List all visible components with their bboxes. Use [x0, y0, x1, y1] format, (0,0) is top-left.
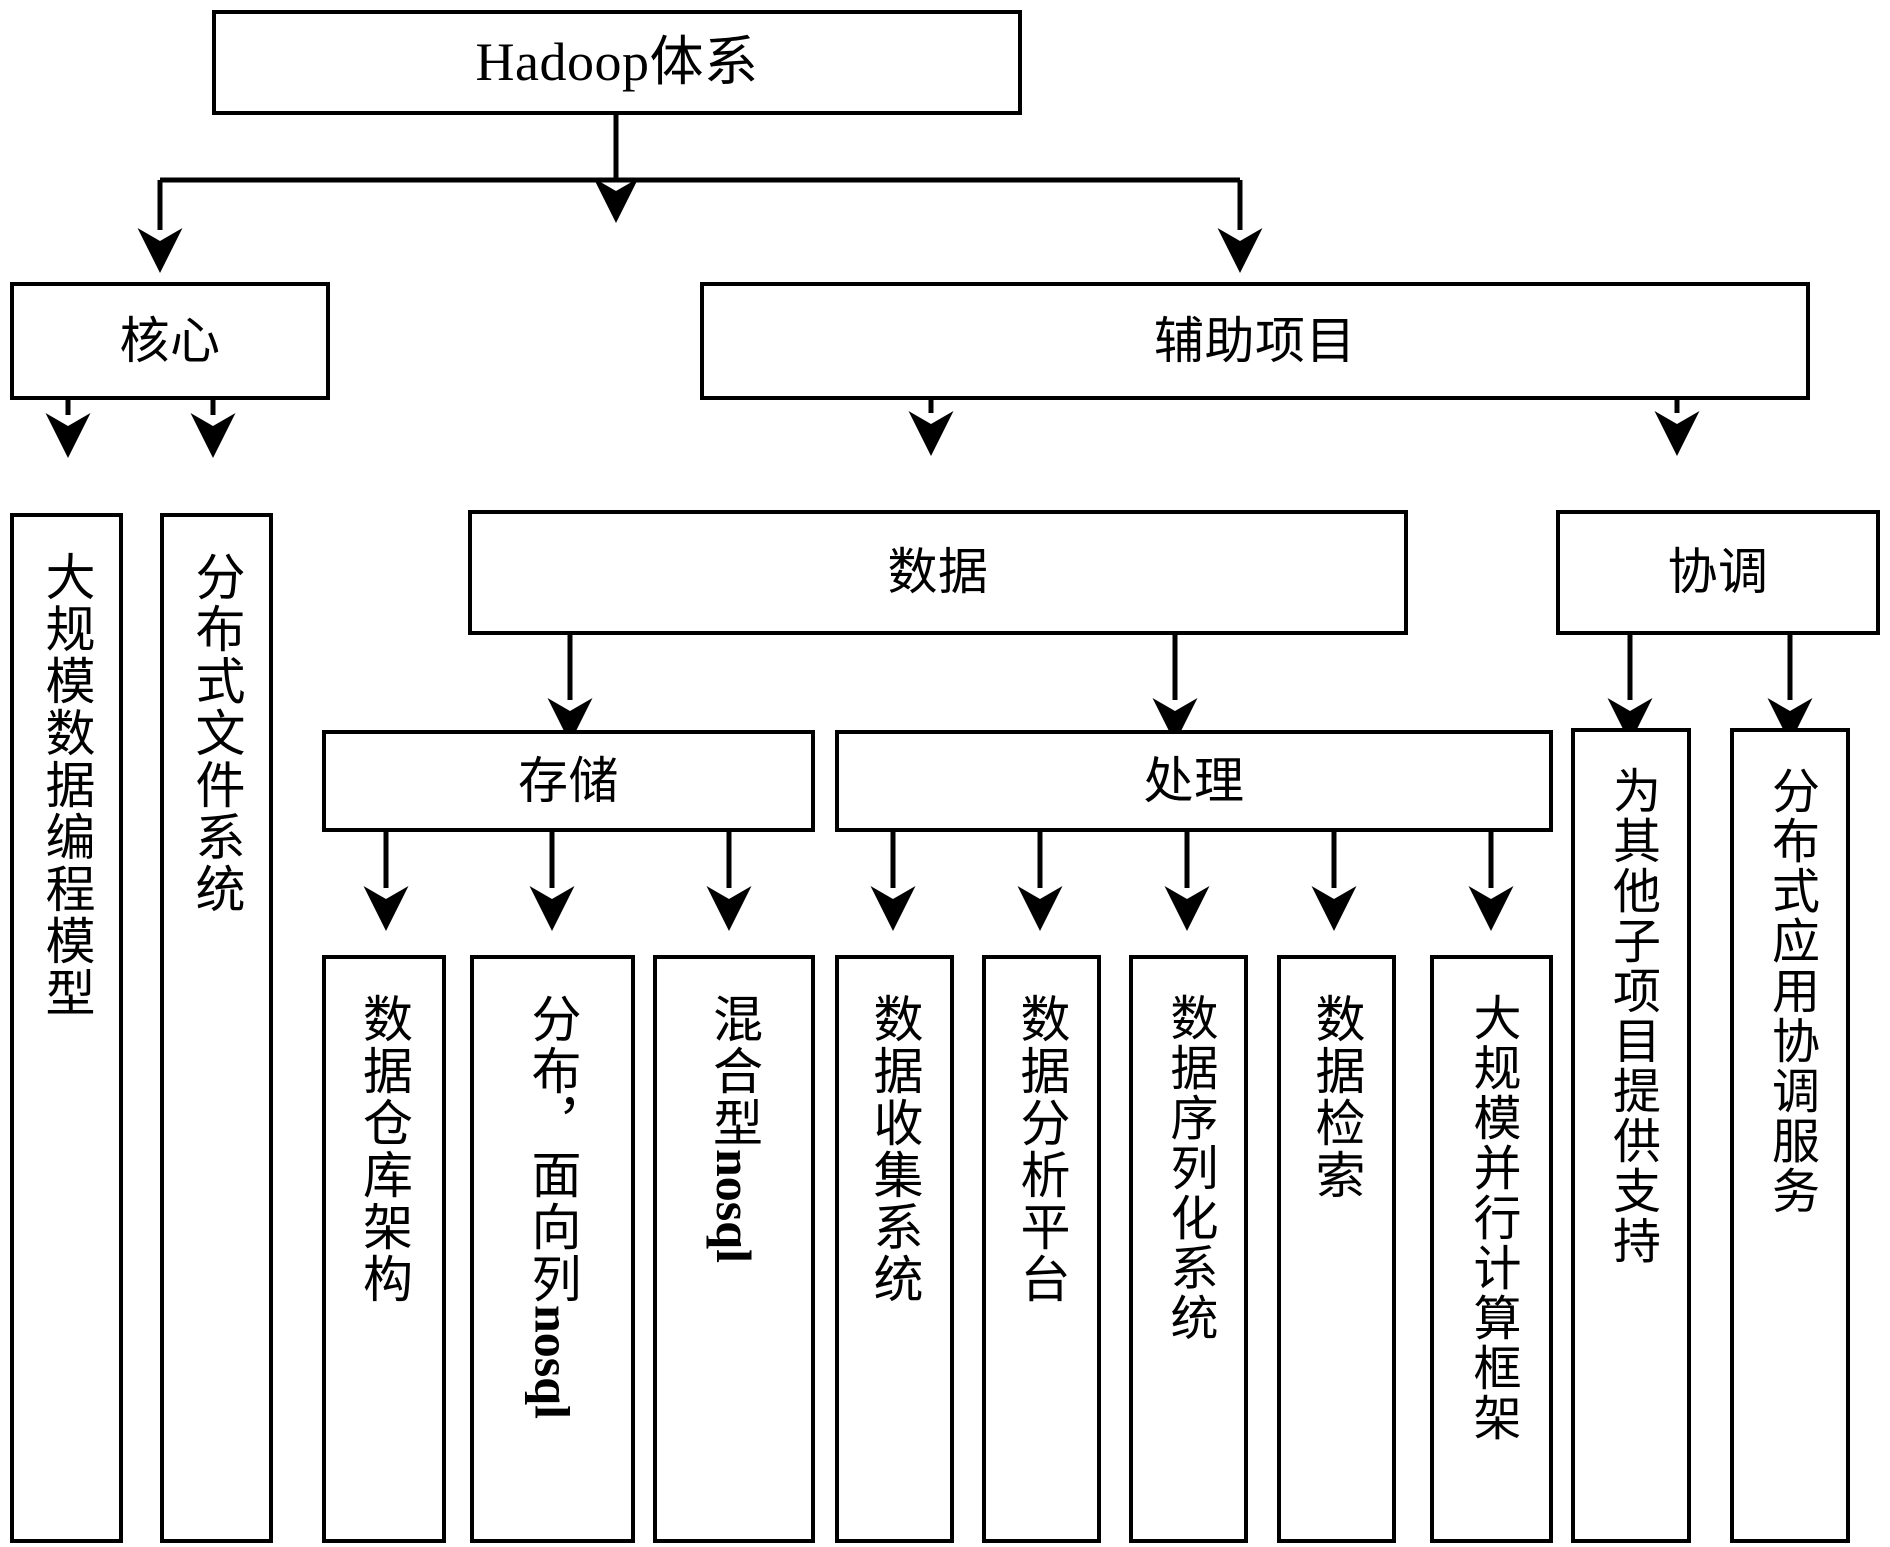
node-leaf6[interactable]: 数据收集系统	[835, 955, 954, 1543]
node-root[interactable]: Hadoop体系	[212, 10, 1022, 115]
node-aux-label: 辅助项目	[1154, 312, 1356, 369]
node-leaf7-label: 数据分析平台	[1013, 993, 1070, 1305]
node-leaf10[interactable]: 大规模并行计算框架	[1430, 955, 1553, 1543]
node-leaf5[interactable]: 混合型nosql	[653, 955, 815, 1543]
node-leaf2-label: 分布式文件系统	[188, 551, 245, 915]
node-leaf11[interactable]: 为其他子项目提供支持	[1571, 728, 1691, 1543]
node-leaf3-label: 数据仓库架构	[356, 993, 412, 1305]
node-processing[interactable]: 处理	[835, 730, 1553, 832]
node-leaf6-label: 数据收集系统	[866, 993, 923, 1305]
node-aux[interactable]: 辅助项目	[700, 282, 1810, 400]
node-leaf2[interactable]: 分布式文件系统	[160, 513, 273, 1543]
node-leaf12-label: 分布式应用协调服务	[1764, 766, 1817, 1216]
node-leaf7[interactable]: 数据分析平台	[982, 955, 1101, 1543]
node-leaf8-label: 数据序列化系统	[1162, 993, 1216, 1343]
node-leaf12[interactable]: 分布式应用协调服务	[1730, 728, 1850, 1543]
node-leaf4-label-latin: nosql	[524, 1305, 581, 1419]
node-storage-label: 存储	[518, 752, 619, 809]
node-leaf11-label: 为其他子项目提供支持	[1605, 766, 1658, 1266]
node-storage[interactable]: 存储	[322, 730, 815, 832]
node-leaf9[interactable]: 数据检索	[1277, 955, 1396, 1543]
node-data[interactable]: 数据	[468, 510, 1408, 635]
node-leaf1[interactable]: 大规模数据编程模型	[10, 513, 123, 1543]
node-root-label: Hadoop体系	[475, 31, 759, 92]
node-leaf10-label: 大规模并行计算框架	[1465, 993, 1519, 1443]
node-leaf1-label: 大规模数据编程模型	[38, 551, 95, 1019]
node-leaf5-label-cjk: 混合型	[706, 993, 762, 1149]
node-core[interactable]: 核心	[10, 282, 330, 400]
node-data-label: 数据	[887, 544, 989, 600]
node-coord-label: 协调	[1667, 544, 1769, 600]
node-leaf8[interactable]: 数据序列化系统	[1129, 955, 1248, 1543]
node-leaf9-label: 数据检索	[1308, 993, 1365, 1201]
node-processing-label: 处理	[1143, 752, 1245, 809]
node-leaf4-label: 分布，面向列nosql	[524, 993, 581, 1419]
node-leaf3[interactable]: 数据仓库架构	[322, 955, 446, 1543]
node-leaf4-label-cjk: 分布，面向列	[524, 993, 581, 1305]
node-leaf5-label-latin: nosql	[706, 1149, 762, 1263]
node-leaf4[interactable]: 分布，面向列nosql	[470, 955, 635, 1543]
node-leaf5-label: 混合型nosql	[706, 993, 762, 1263]
node-coord[interactable]: 协调	[1556, 510, 1880, 635]
node-core-label: 核心	[119, 312, 221, 369]
